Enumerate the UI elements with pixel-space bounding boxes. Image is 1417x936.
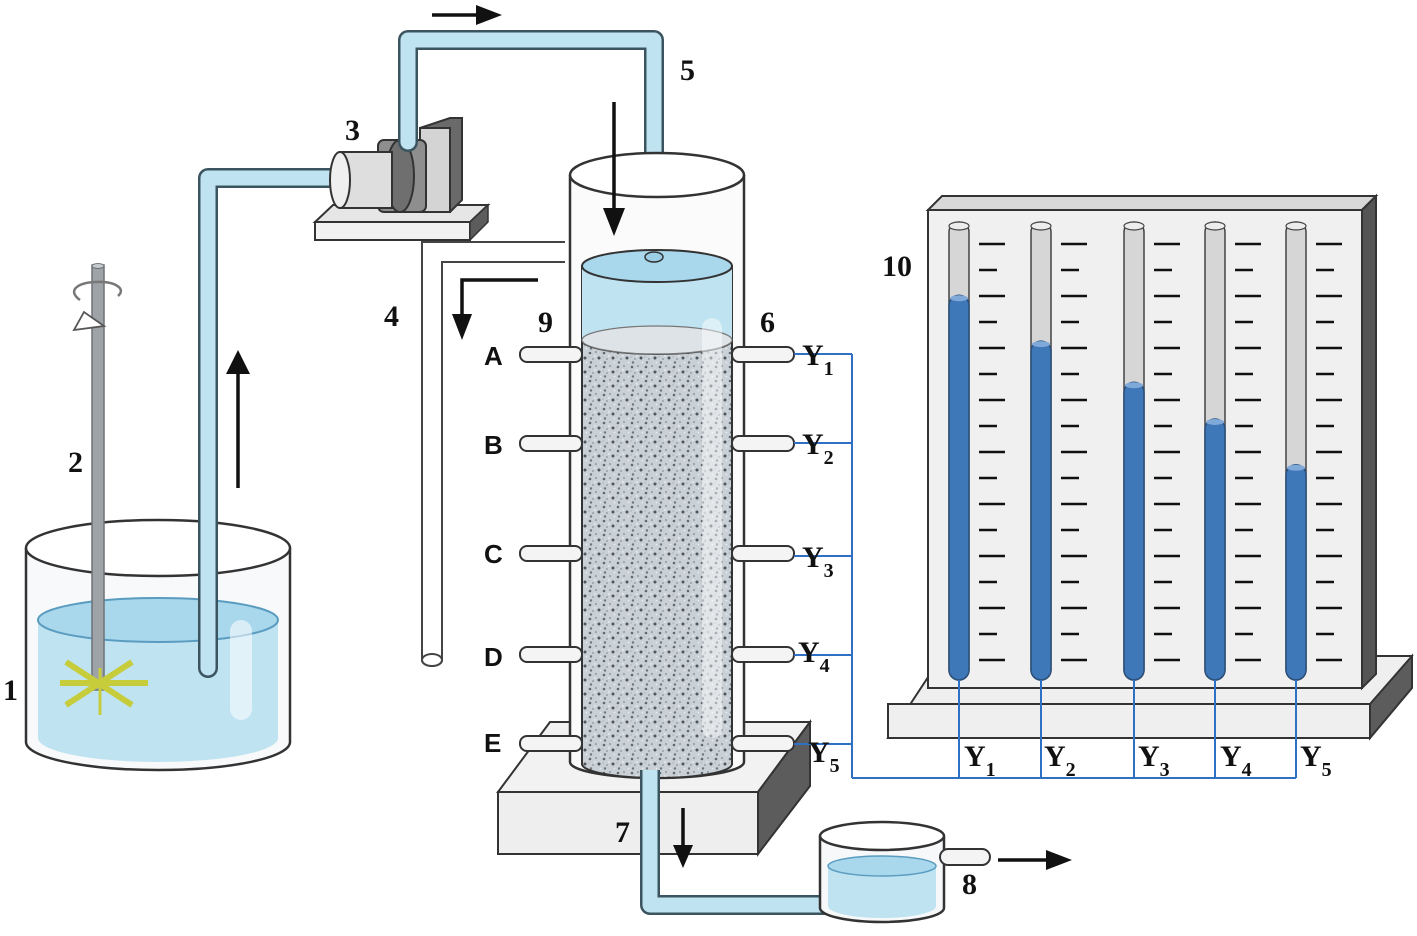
port-b-pipe: [519, 435, 795, 452]
manometer-y-label-4: Y4: [1220, 740, 1252, 781]
arrow-down-icon: [603, 102, 625, 236]
stirrer: [60, 263, 148, 715]
y-label-1: Y1: [802, 339, 834, 380]
impeller-icon: [60, 659, 148, 715]
manometer-board: [886, 193, 1414, 741]
port-letters: A B C D E: [484, 341, 503, 758]
manometer-tube-1: [948, 221, 970, 681]
effluent-collector: [818, 820, 991, 924]
manometer-tubes: [948, 221, 1307, 681]
side-ports: [519, 346, 795, 752]
rotation-arrow-icon: [72, 280, 123, 302]
y-label-3: Y3: [802, 541, 834, 582]
label-1: 1: [3, 674, 18, 707]
manometer-y-label-5: Y5: [1300, 740, 1332, 781]
flow-arrows: [226, 5, 1072, 870]
label-7: 7: [615, 816, 630, 849]
feed-tank: [24, 518, 292, 772]
arrow-right-icon: [998, 850, 1072, 870]
collector-spout: [939, 848, 991, 866]
component-numbers: 1 2 3 4 5 6 7 8 9 10: [3, 54, 977, 901]
label-4: 4: [384, 300, 399, 333]
scale-5: [1316, 242, 1342, 662]
port-d-pipe: [519, 646, 795, 663]
manometer-y-label-1: Y1: [964, 740, 996, 781]
manometer-tube-4: [1204, 221, 1226, 681]
arrow-down-icon: [673, 808, 693, 868]
port-c-pipe: [519, 545, 795, 562]
scale-3: [1154, 242, 1180, 662]
arrow-bend-down-icon: [452, 278, 538, 340]
manometer-y-labels: Y1 Y2 Y3 Y4 Y5: [964, 740, 1332, 781]
scale-2: [1061, 242, 1087, 662]
column-y-labels: Y1 Y2 Y3 Y4 Y5: [798, 339, 840, 777]
label-6: 6: [760, 306, 775, 339]
y-label-2: Y2: [802, 428, 834, 469]
manometer-liquid-1: [948, 294, 970, 681]
port-e-pipe: [519, 735, 795, 752]
label-9: 9: [538, 306, 553, 339]
manometer-tube-3: [1123, 221, 1145, 681]
manometer-tube-2: [1030, 221, 1052, 681]
port-label-c: C: [484, 539, 503, 569]
label-10: 10: [882, 250, 912, 283]
port-label-d: D: [484, 642, 503, 672]
scale-4: [1235, 242, 1261, 662]
label-3: 3: [345, 114, 360, 147]
scale-1: [979, 242, 1005, 662]
manometer-liquid-5: [1285, 463, 1307, 681]
inner-column: [581, 249, 733, 779]
manometer-liquid-2: [1030, 340, 1052, 681]
label-8: 8: [962, 868, 977, 901]
arrow-up-icon: [226, 350, 250, 488]
arrow-right-icon: [432, 5, 502, 25]
y-label-4: Y4: [798, 636, 830, 677]
manometer-tube-5: [1285, 221, 1307, 681]
manometer-y-label-2: Y2: [1044, 740, 1076, 781]
label-5: 5: [680, 54, 695, 87]
y-label-5: Y5: [808, 736, 840, 777]
port-label-e: E: [484, 728, 501, 758]
manometer-liquid-4: [1204, 418, 1226, 681]
label-2: 2: [68, 446, 83, 479]
manometer-scales: [979, 242, 1342, 662]
port-label-a: A: [484, 341, 503, 371]
pump: [312, 117, 491, 242]
delivery-tube: [400, 32, 662, 266]
feed-tube: [200, 170, 342, 676]
manometer-connection-lines: [794, 353, 1297, 779]
manometer-y-label-3: Y3: [1138, 740, 1170, 781]
port-label-b: B: [484, 430, 503, 460]
manometer-liquid-3: [1123, 381, 1145, 681]
